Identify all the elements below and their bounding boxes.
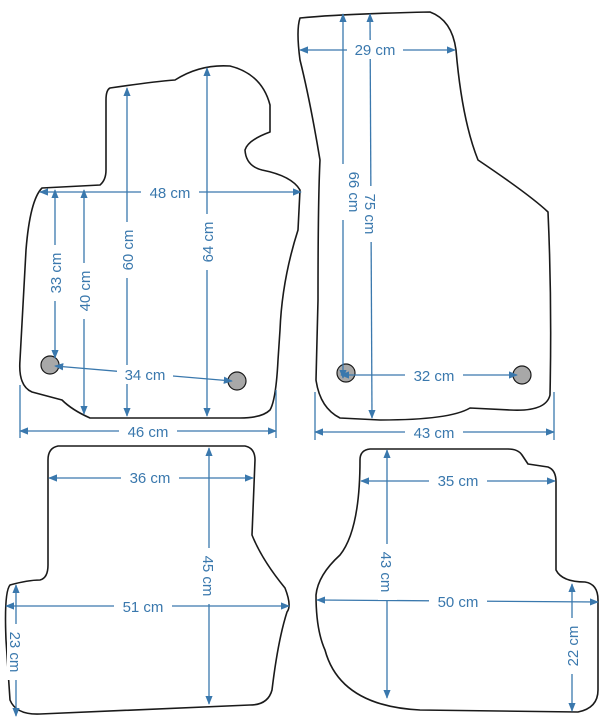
label-background xyxy=(198,214,217,270)
fastening-clip-icon xyxy=(40,355,60,375)
dim-label-front-right-clip-distance: 32 cm xyxy=(414,368,455,385)
label-background xyxy=(117,365,173,384)
mat-front-right: 29 cm 66 cm 75 cm 32 cm 43 cm xyxy=(297,11,555,442)
dim-label-front-right-width-bottom: 43 cm xyxy=(414,425,455,442)
mat-rear-left: 36 cm 45 cm 51 cm 23 cm xyxy=(4,445,290,717)
dim-label-front-left-clip-distance: 34 cm xyxy=(125,367,166,384)
label-background xyxy=(141,183,199,202)
dim-label-rear-right-width-middle: 50 cm xyxy=(438,594,479,611)
dim-label-front-right-height-66: 66 cm xyxy=(345,172,362,213)
fastening-clip-icon xyxy=(336,363,356,383)
dim-label-rear-left-height-45: 45 cm xyxy=(199,556,216,597)
dim-label-rear-right-width-top: 35 cm xyxy=(438,473,479,490)
label-background xyxy=(405,423,463,442)
dim-label-front-left-width-bottom: 46 cm xyxy=(128,424,169,441)
dim-label-rear-right-height-22: 22 cm xyxy=(565,626,582,667)
mat-rear-left-outline xyxy=(4,445,290,715)
label-background xyxy=(405,366,463,385)
label-background xyxy=(347,40,403,59)
label-background xyxy=(114,597,172,616)
label-background xyxy=(563,618,582,674)
label-background xyxy=(119,422,177,441)
dim-label-front-left-width-top: 48 cm xyxy=(150,185,191,202)
dim-label-rear-left-height-23: 23 cm xyxy=(6,632,23,673)
label-background xyxy=(378,544,397,600)
label-background xyxy=(429,471,487,490)
mat-front-left-outline xyxy=(18,64,301,419)
dim-label-front-right-height-75: 75 cm xyxy=(361,194,378,235)
dim-label-front-left-height-60: 60 cm xyxy=(120,230,137,271)
dim-label-front-left-height-33: 33 cm xyxy=(48,253,65,294)
label-background xyxy=(334,164,353,220)
label-background xyxy=(7,624,26,680)
dim-label-front-left-height-40: 40 cm xyxy=(77,271,94,312)
dim-label-rear-left-width-top: 36 cm xyxy=(130,470,171,487)
label-background xyxy=(429,592,487,611)
label-background xyxy=(200,548,219,604)
mat-front-left: 48 cm 33 cm 40 cm 60 cm 64 cm 34 cm 46 c… xyxy=(18,64,302,441)
mat-rear-right: 35 cm 43 cm 50 cm 22 cm xyxy=(315,448,599,713)
label-background xyxy=(75,263,94,319)
label-background xyxy=(121,468,179,487)
label-background xyxy=(46,245,65,301)
dim-label-front-left-height-64: 64 cm xyxy=(200,222,217,263)
dim-label-rear-right-height-43: 43 cm xyxy=(377,552,394,593)
dim-label-front-right-width-top: 29 cm xyxy=(355,42,396,59)
label-background xyxy=(361,186,380,242)
dim-label-rear-left-width-middle: 51 cm xyxy=(123,599,164,616)
label-background xyxy=(118,222,137,278)
